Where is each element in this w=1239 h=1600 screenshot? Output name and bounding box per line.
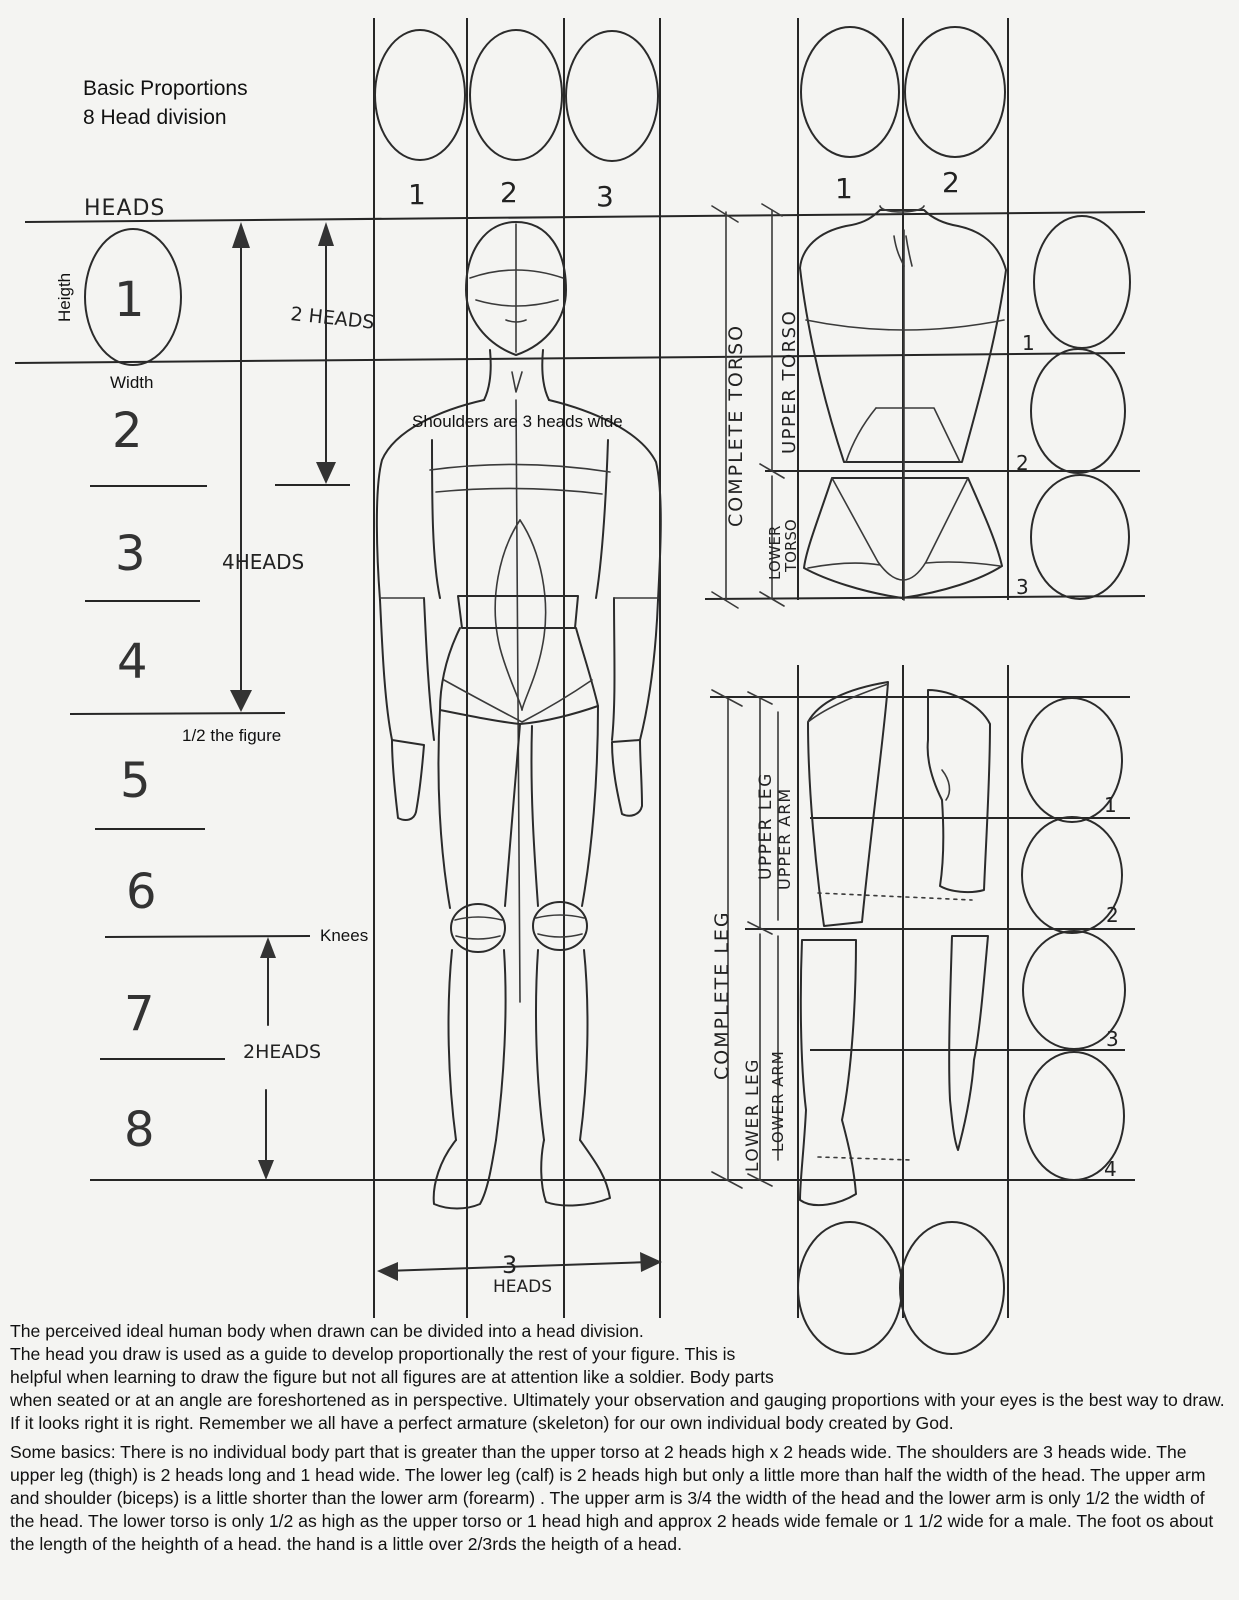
scale-number: 3 [115,526,146,582]
top-heads-left [374,29,659,162]
limb-side-heads [1021,697,1126,1181]
head-oval [904,26,1006,158]
scale-number: 7 [124,986,155,1042]
description-paragraph: Some basics: There is no individual body… [10,1442,1214,1554]
head-oval [1030,348,1126,474]
figure-head [465,221,567,356]
limb-counts: 1 2 3 4 [1104,793,1119,1181]
arrow-4-heads [230,222,252,712]
label-lower-arm: LOWER ARM [769,1050,787,1152]
height-label: Heigth [55,273,74,322]
top-num-left: 1 [408,178,426,211]
label-three-heads: HEADS [493,1277,552,1297]
top-num-right: 2 [942,166,960,199]
description-line: The perceived ideal human body when draw… [10,1321,644,1341]
label-upper-leg: UPPER LEG [756,772,776,880]
torso-count: 1 [1022,331,1035,355]
description-line: The head you draw is used as a guide to … [10,1344,736,1364]
head-oval [374,29,466,161]
label-lower-torso-2: TORSO [782,519,800,573]
label-upper-arm: UPPER ARM [775,788,794,890]
title-block: Basic Proportions 8 Head division [83,74,248,132]
scale-number: 6 [126,864,157,920]
torso-count: 2 [1016,451,1029,475]
head-oval [797,1221,903,1355]
label-shoulders: Shoulders are 3 heads wide [412,412,623,431]
scale-number: 5 [120,753,151,809]
scale-number: 2 [112,403,143,459]
arrow-2-heads-bottom [258,937,276,1180]
horizontal-guides [14,211,1146,1181]
limb-count: 2 [1106,903,1119,927]
limb-count: 4 [1104,1157,1117,1181]
limb-count: 1 [1104,793,1117,817]
label-half-figure: 1/2 the figure [182,726,281,745]
description: The perceived ideal human body when draw… [10,1320,1232,1556]
head-oval [899,1221,1005,1355]
torso-study [799,205,1007,601]
torso-counts: 1 2 3 [1016,331,1035,599]
torso-dimension-lines [711,203,785,609]
top-heads-right [800,26,1006,158]
width-label: Width [110,373,153,392]
head-oval [1033,215,1131,349]
vertical-guides [373,18,1009,1318]
head-oval [800,26,900,158]
head-oval [1022,930,1126,1050]
scale-number: 4 [117,634,148,690]
label-lower-leg: LOWER LEG [743,1058,763,1172]
description-paragraph: when seated or at an angle are foreshort… [10,1390,1225,1433]
title-line-1: Basic Proportions [83,77,248,100]
scale-number: 8 [124,1102,155,1158]
head-oval [1021,697,1123,823]
limb-count: 3 [1106,1027,1119,1051]
top-num-left: 3 [596,180,614,213]
limb-study [799,681,991,1207]
top-head-numbers: 1 2 3 1 2 [408,166,960,213]
label-4-heads: 4HEADS [222,550,304,574]
description-line: helpful when learning to draw the figure… [10,1367,774,1387]
head-oval [565,30,659,162]
label-knees: Knees [320,926,368,945]
label-complete-leg: COMPLETE LEG [711,910,733,1080]
label-2-heads-top: 2 HEADS [289,303,375,334]
heads-header: HEADS [84,196,165,221]
scale-head-oval [84,228,182,366]
title-line-2: 8 Head division [83,106,227,129]
top-num-right: 1 [835,172,853,205]
limb-dimension-lines [711,689,779,1189]
head-oval [1023,1051,1125,1181]
scale-numbers: 1 2 3 4 5 6 7 8 [112,272,157,1158]
arrow-3-heads [377,1252,662,1281]
human-figure [375,221,662,1210]
label-lower-torso-1: LOWER [766,526,784,580]
head-oval [1021,816,1123,934]
torso-side-heads [1030,215,1131,600]
top-num-left: 2 [500,176,518,209]
label-upper-torso: UPPER TORSO [779,310,800,454]
label-complete-torso: COMPLETE TORSO [725,324,747,527]
label-three: 3 [502,1251,517,1279]
bottom-heads [797,1221,1005,1355]
head-oval [469,29,563,161]
arrow-2-heads-top [316,222,336,484]
scale-number: 1 [114,272,145,328]
head-oval [1030,474,1130,600]
torso-count: 3 [1016,575,1029,599]
label-2-heads-bottom: 2HEADS [243,1041,321,1063]
